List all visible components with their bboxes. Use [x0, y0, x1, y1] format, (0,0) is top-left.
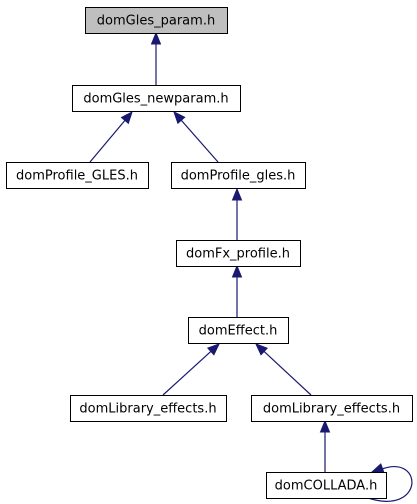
- node-label: domLibrary_effects.h: [79, 402, 216, 417]
- node-box[interactable]: [176, 240, 301, 267]
- node-n5[interactable]: domEffect.h: [188, 317, 289, 344]
- node-n4[interactable]: domFx_profile.h: [176, 240, 301, 267]
- edge-line: [89, 118, 127, 163]
- node-label: domProfile_gles.h: [181, 169, 296, 184]
- edge-n3-to-n1: [173, 111, 219, 163]
- edge-arrowhead: [173, 111, 186, 125]
- node-label: domGles_newparam.h: [83, 92, 228, 107]
- edge-arrowhead: [206, 343, 220, 356]
- edge-n8-to-n7: [319, 419, 331, 472]
- edge-n5-to-n4: [231, 264, 243, 317]
- node-box[interactable]: [188, 317, 289, 344]
- node-box[interactable]: [171, 162, 306, 189]
- edge-n7-to-n5: [255, 343, 312, 396]
- node-n8[interactable]: domCOLLADA.h: [266, 472, 387, 499]
- node-n6[interactable]: domLibrary_effects.h: [70, 395, 227, 422]
- self-loop-line: [367, 466, 413, 502]
- node-n2[interactable]: domProfile_GLES.h: [6, 162, 149, 189]
- edge-arrowhead: [231, 264, 243, 278]
- edge-line: [179, 118, 219, 163]
- node-box[interactable]: [85, 7, 228, 34]
- edge-n1-to-n0: [150, 31, 162, 85]
- edge-arrowhead: [120, 110, 133, 125]
- node-box[interactable]: [70, 395, 227, 422]
- node-n7[interactable]: domLibrary_effects.h: [251, 395, 413, 422]
- node-n0[interactable]: domGles_param.h: [85, 7, 228, 34]
- node-n3[interactable]: domProfile_gles.h: [171, 162, 306, 189]
- node-box[interactable]: [6, 162, 149, 189]
- node-box[interactable]: [72, 85, 241, 112]
- edge-line: [162, 349, 213, 396]
- node-label: domFx_profile.h: [186, 247, 290, 262]
- edge-n4-to-n3: [231, 187, 243, 240]
- edge-arrowhead: [319, 419, 331, 433]
- edge-n2-to-n1: [89, 110, 133, 163]
- node-label: domGles_param.h: [97, 14, 215, 29]
- edge-n8-to-n8: [367, 463, 413, 502]
- edges-layer: [89, 31, 413, 502]
- node-n1[interactable]: domGles_newparam.h: [72, 85, 241, 112]
- edge-arrowhead: [150, 31, 162, 45]
- node-label: domCOLLADA.h: [275, 479, 378, 494]
- node-label: domLibrary_effects.h: [263, 402, 400, 417]
- node-label: domEffect.h: [199, 324, 278, 339]
- edge-n6-to-n5: [162, 343, 220, 396]
- self-loop-arrowhead: [370, 463, 385, 473]
- edge-arrowhead: [231, 187, 243, 201]
- node-box[interactable]: [266, 472, 387, 499]
- nodes-layer: domGles_param.h domGles_newparam.h domProf…: [6, 7, 413, 499]
- node-box[interactable]: [251, 395, 413, 422]
- edge-line: [262, 349, 312, 396]
- edge-arrowhead: [255, 343, 268, 356]
- node-label: domProfile_GLES.h: [16, 169, 138, 184]
